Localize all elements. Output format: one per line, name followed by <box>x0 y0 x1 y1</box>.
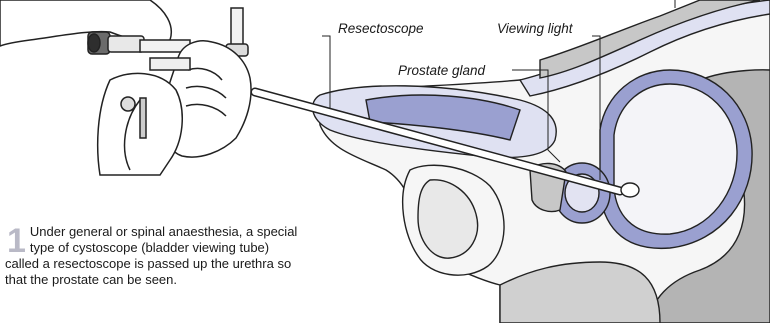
step-caption-text: Under general or spinal anaesthesia, a s… <box>5 224 297 287</box>
pelvic-cross-section <box>313 0 770 323</box>
step-caption: 1 Under general or spinal anaesthesia, a… <box>5 224 305 288</box>
label-resectoscope: Resectoscope <box>338 21 424 36</box>
step-number: 1 <box>7 226 26 256</box>
hands-illustration <box>0 0 251 175</box>
label-prostate-gland: Prostate gland <box>398 63 485 78</box>
label-viewing-light: Viewing light <box>497 21 573 36</box>
